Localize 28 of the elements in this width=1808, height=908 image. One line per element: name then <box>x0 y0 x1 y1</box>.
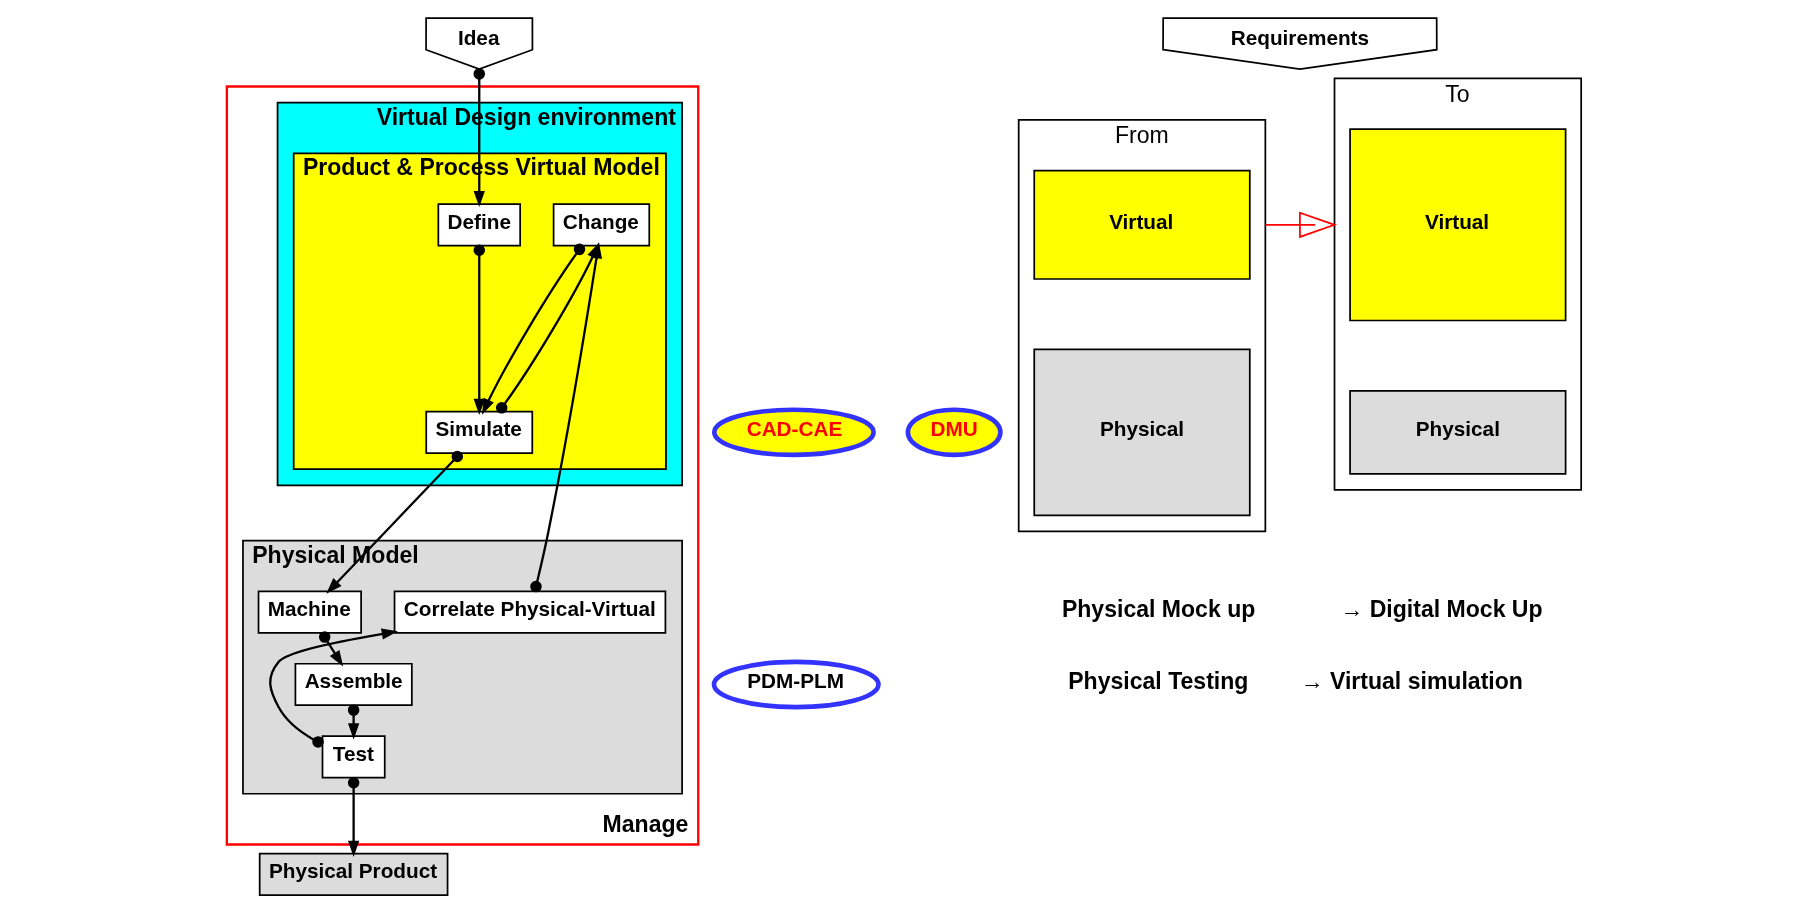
node-ellipse: PDM-PLM <box>711 659 881 710</box>
label: Physical Testing <box>1068 668 1249 695</box>
node-box: Machine <box>257 590 362 634</box>
node-box: Virtual <box>1349 128 1567 322</box>
node-ellipse: DMU <box>905 407 1003 458</box>
node-box: Physical <box>1349 389 1567 475</box>
arrow <box>473 68 486 208</box>
arrow <box>1264 211 1338 239</box>
label: → Digital Mock Up <box>1340 595 1543 622</box>
arrow <box>326 450 464 594</box>
node-box: Simulate <box>425 410 534 454</box>
node-box: Test <box>321 735 386 779</box>
label: Physical Mock up <box>1061 595 1256 622</box>
node-box: Assemble <box>294 662 413 707</box>
arrow <box>269 628 398 748</box>
node-box: Change <box>552 203 651 247</box>
arrow <box>481 243 586 415</box>
arrow <box>473 244 486 416</box>
arrow <box>318 631 344 667</box>
node-box: Virtual <box>1033 169 1251 280</box>
arrow <box>347 704 360 740</box>
node-box: Correlate Physical-Virtual <box>393 590 667 634</box>
node-box: Physical <box>1033 348 1251 517</box>
node-box: Define <box>437 203 522 247</box>
arrow <box>347 776 360 857</box>
label: → Virtual simulation <box>1300 668 1523 695</box>
node-box: Physical Product <box>258 852 449 897</box>
node-ellipse: CAD-CAE <box>712 407 876 458</box>
